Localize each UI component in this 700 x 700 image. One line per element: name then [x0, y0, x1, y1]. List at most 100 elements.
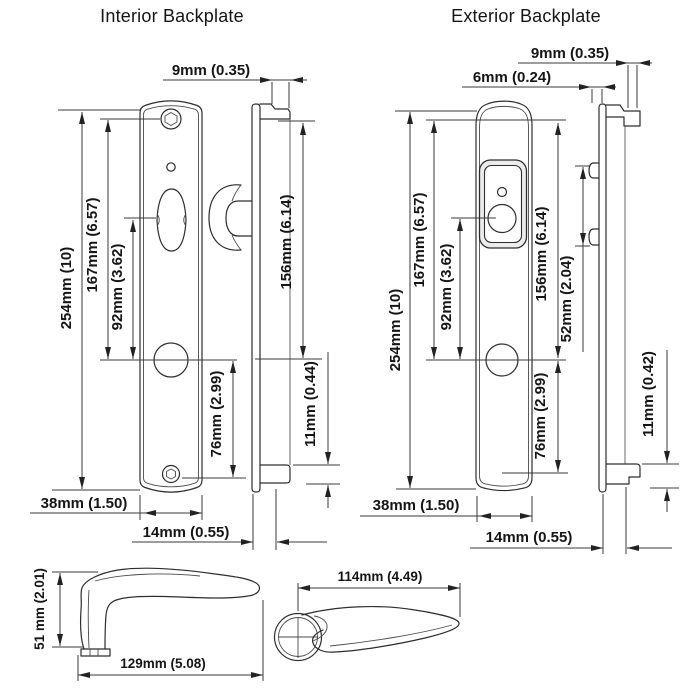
exterior-plate-inner-line: [479, 105, 529, 487]
small-pin-hole: [166, 162, 176, 172]
extension-line: [627, 65, 638, 108]
thumbturn-hook-top: [231, 184, 242, 202]
exterior-plate-outline: [475, 100, 533, 492]
dim-interior-tab: 11mm (0.44): [293, 352, 340, 508]
dim-interior-upper-span: 167mm (6.57): [84, 118, 160, 359]
interior-plate-outline: [139, 100, 203, 493]
dim-label: 6mm (0.24): [473, 69, 551, 86]
dim-exterior-post-span: 52mm (2.04): [558, 165, 590, 352]
extension-line: [271, 82, 290, 108]
thumbturn-stem: [225, 200, 253, 237]
dim-exterior-outer-thickness: 9mm (0.35): [518, 45, 652, 108]
dim-lever-height: 51 mm (2.01): [32, 568, 98, 650]
exterior-mounting-post-bottom: [588, 228, 600, 246]
dim-label: 167mm (6.57): [411, 192, 428, 287]
exterior-side-bottom-tab: [605, 463, 641, 485]
thumbturn-knob: [208, 184, 242, 251]
dim-label: 11mm (0.42): [640, 351, 657, 437]
extension-line: [642, 463, 679, 489]
dim-label: 76mm (2.99): [532, 373, 549, 460]
interior-section: Interior Backplate: [30, 6, 340, 550]
lever-top-view: 114mm (4.49): [273, 569, 461, 662]
interior-side-bar: [251, 103, 261, 493]
lever-side-outline: [80, 567, 261, 650]
lever-side-base-feet: [89, 649, 99, 656]
dim-label: 38mm (1.50): [41, 495, 128, 512]
exterior-front-view: [475, 100, 533, 492]
extension-line: [297, 583, 461, 617]
dim-label: 114mm (4.49): [338, 569, 423, 584]
dim-label: 254mm (10): [58, 247, 75, 330]
dim-label: 156mm (6.14): [278, 194, 295, 289]
dim-label: 14mm (0.55): [143, 524, 230, 541]
lever-top-outline: [301, 605, 460, 653]
dim-lever-width: 114mm (4.49): [297, 569, 461, 617]
lever-side-neck-line: [87, 589, 90, 649]
lever-top-sculpt-line: [329, 624, 453, 647]
top-screw-drive: [164, 112, 178, 126]
top-screw-hole: [160, 108, 182, 130]
extension-line: [476, 496, 533, 522]
spindle-notch-right: [183, 213, 187, 227]
bottom-screw-drive: [166, 468, 176, 480]
bottom-screw-hole: [161, 464, 181, 484]
dim-interior-width: 38mm (1.50): [30, 495, 203, 520]
dim-label: 254mm (10): [387, 289, 404, 372]
dim-label: 38mm (1.50): [373, 497, 460, 514]
lever-section: 51 mm (2.01) 129mm (5.08) 114mm (4.49): [32, 567, 461, 681]
dim-label: 129mm (5.08): [120, 656, 206, 671]
interior-plate-inner-line: [143, 105, 199, 488]
extension-line: [591, 89, 603, 103]
thumbturn-hook-bottom: [231, 234, 242, 251]
interior-side-view: [208, 103, 291, 493]
rose-crosshair: [279, 618, 318, 658]
lever-rose-outer: [273, 612, 323, 662]
spindle-oval-cutout: [156, 188, 187, 252]
exterior-dimensions: 9mm (0.35) 6mm (0.24) 254mm (10) 167mm (…: [360, 45, 679, 554]
exterior-side-top-tab: [605, 104, 641, 127]
dim-interior-side-height: 156mm (6.14): [255, 120, 322, 360]
dim-label: 156mm (6.14): [533, 206, 550, 301]
dim-interior-hub-span: 92mm (3.62): [100, 217, 237, 361]
lever-side-base: [80, 648, 111, 657]
exterior-side-bar: [598, 103, 607, 493]
dim-label: 9mm (0.35): [531, 45, 609, 62]
extension-line: [252, 489, 277, 550]
exterior-side-view: [588, 103, 641, 493]
dim-label: 52mm (2.04): [558, 256, 575, 343]
dim-exterior-height: 254mm (10): [387, 110, 477, 490]
dim-label: 92mm (3.62): [438, 244, 455, 331]
dim-exterior-width: 38mm (1.50): [360, 496, 533, 522]
extension-line: [395, 110, 477, 490]
dim-exterior-tab: 11mm (0.42): [640, 350, 679, 512]
dim-interior-lower-span: 76mm (2.99): [182, 361, 246, 479]
dim-exterior-lower-span: 76mm (2.99): [502, 361, 568, 474]
dim-exterior-inner-thickness: 6mm (0.24): [462, 69, 616, 103]
lever-side-top-highlight: [94, 573, 201, 582]
housing-pin-hole: [496, 186, 508, 198]
extension-line: [293, 464, 340, 485]
extension-line: [52, 109, 140, 491]
extension-line: [139, 495, 203, 520]
dim-exterior-side-height: 156mm (6.14): [533, 123, 561, 358]
dim-label: 9mm (0.35): [172, 62, 250, 79]
interior-side-top-tab: [259, 103, 291, 120]
dim-interior-height: 254mm (10): [52, 109, 140, 491]
dim-interior-thickness: 9mm (0.35): [163, 62, 307, 108]
extension-line: [52, 571, 98, 648]
dim-exterior-hub-span: 92mm (3.62): [426, 217, 566, 361]
exterior-title: Exterior Backplate: [451, 6, 601, 26]
dim-label: 14mm (0.55): [486, 529, 573, 546]
spindle-notch-left: [156, 213, 160, 227]
dim-lever-length: 129mm (5.08): [77, 600, 264, 681]
exterior-section: Exterior Backplate 9mm (0.35): [360, 6, 679, 554]
dim-label: 167mm (6.57): [84, 197, 101, 292]
dim-label: 92mm (3.62): [109, 244, 126, 331]
lever-side-view: 51 mm (2.01) 129mm (5.08): [32, 567, 264, 681]
interior-title: Interior Backplate: [100, 6, 244, 26]
lever-top-sculpt-hook: [312, 615, 328, 642]
interior-front-view: [139, 100, 203, 493]
dim-label: 11mm (0.44): [302, 361, 319, 447]
